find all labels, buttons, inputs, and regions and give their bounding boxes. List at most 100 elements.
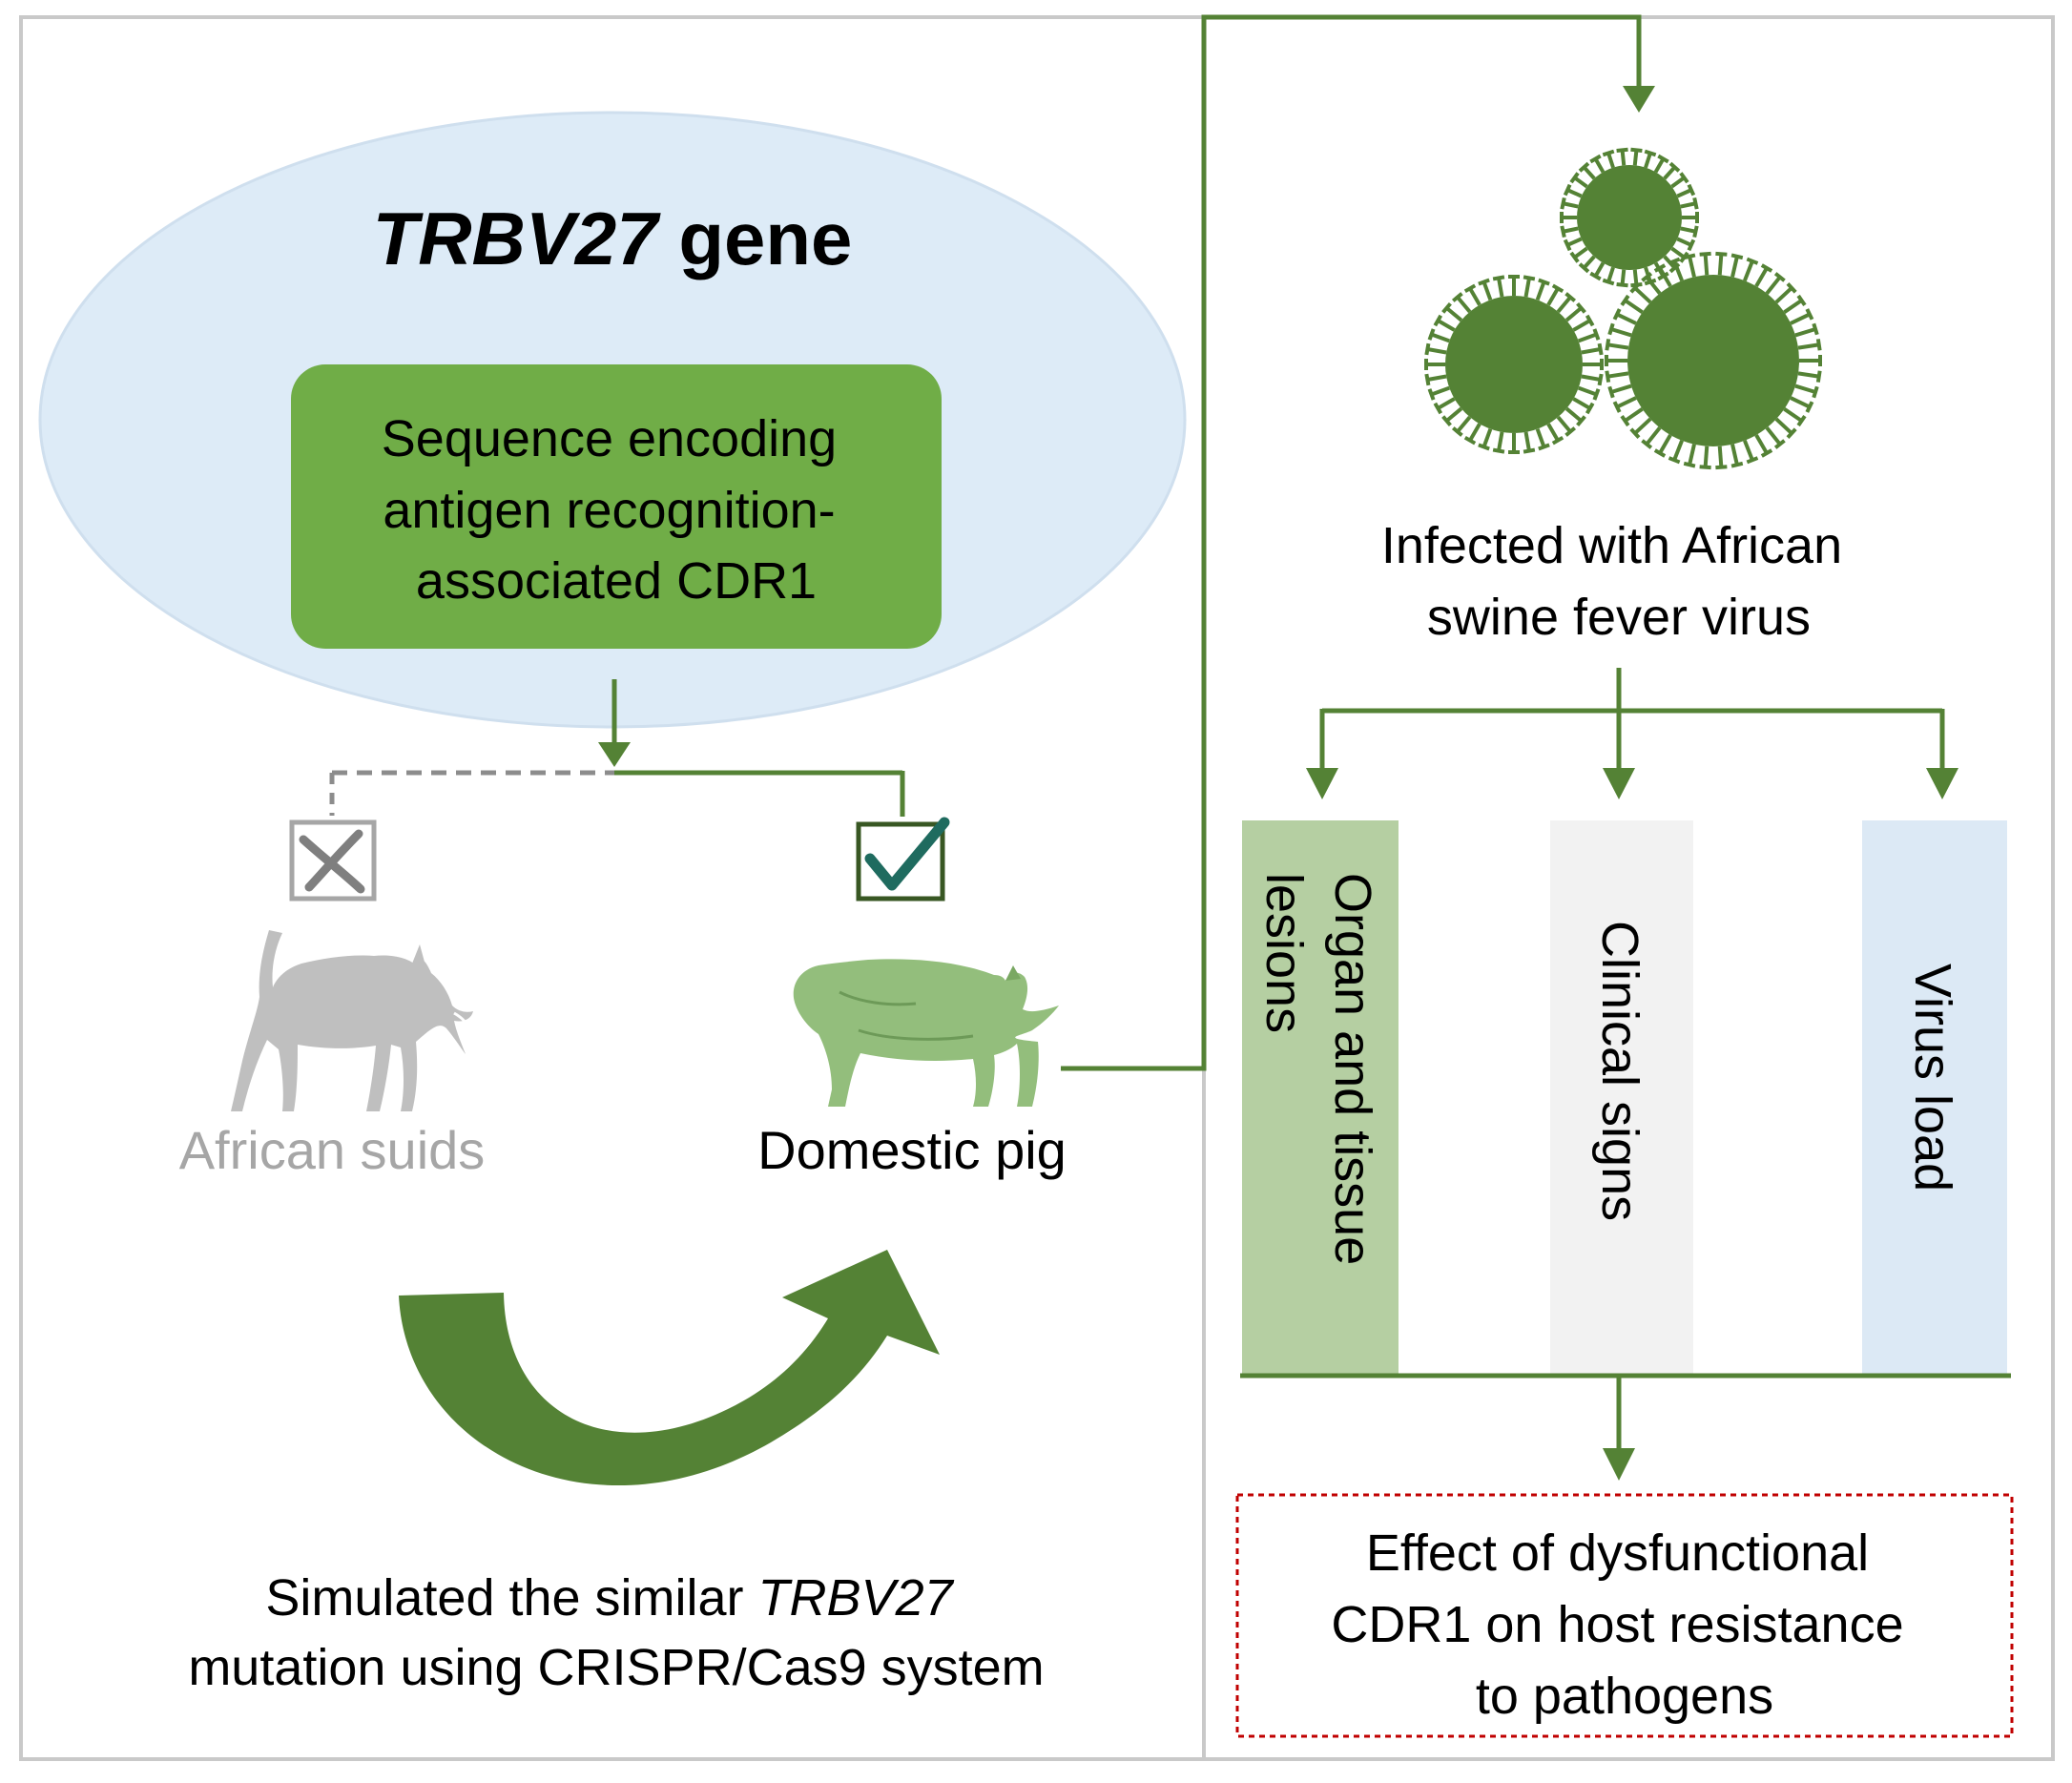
virus-spike-tip	[1616, 281, 1628, 288]
virus-spike-tip	[1589, 271, 1602, 281]
virus-spike-tip	[1746, 257, 1759, 265]
virus-spike	[1743, 260, 1754, 281]
virus-spike	[1581, 347, 1601, 355]
virus-spike	[1765, 426, 1782, 446]
virus-spike-tip	[1683, 461, 1696, 468]
virus-spike	[1620, 150, 1627, 166]
virus-spike	[1663, 165, 1676, 180]
virus-spike-tip	[1463, 435, 1477, 446]
virus-spike-tip	[1427, 328, 1436, 341]
virus-spike-tip	[1812, 385, 1819, 399]
domestic-pig-icon	[793, 959, 1059, 1107]
virus-spike-tip	[1812, 322, 1819, 336]
virus-spike-tip	[1668, 456, 1681, 465]
virus-spike-tip	[1746, 456, 1759, 465]
virus-spike-tip	[1815, 339, 1822, 351]
virus-spike	[1633, 417, 1652, 435]
virus-spike-tip	[1620, 415, 1630, 427]
outcome-label-virus: Virus load	[1904, 964, 1961, 1192]
simulation-caption: Simulated the similar TRBV27 mutation us…	[188, 1569, 1044, 1696]
virus-spike-tip	[1668, 161, 1681, 173]
virus-spike-tip	[1569, 251, 1580, 263]
virus-spike-tip	[1612, 401, 1622, 413]
virus-spike	[1468, 287, 1481, 306]
virus-spike	[1797, 371, 1820, 379]
virus-spike-tip	[1538, 443, 1550, 451]
virus-spike	[1573, 246, 1588, 259]
virus-spike	[1606, 342, 1629, 350]
virus-spike	[1583, 255, 1596, 270]
virus-spike	[1456, 415, 1472, 433]
virus-spike-tip	[1451, 292, 1463, 302]
virus-spike	[1563, 226, 1579, 234]
virus-spike-tip	[1641, 439, 1653, 449]
outcome-label-organ: Organ and tissuelesions	[1255, 873, 1381, 1265]
virus-spike	[1535, 427, 1546, 448]
virus-spike-tip	[1786, 282, 1797, 294]
domestic-pig-label: Domestic pig	[757, 1120, 1067, 1180]
virus-spike-tip	[1589, 154, 1602, 164]
virus-spike-tip	[1492, 275, 1505, 281]
virus-spike	[1566, 188, 1583, 198]
outcome-column-organ	[1242, 820, 1399, 1374]
virus-spike-tip	[1629, 282, 1641, 294]
virus-spike-tip	[1692, 197, 1699, 210]
virus-right-icon	[1605, 251, 1822, 470]
virus-spike	[1658, 433, 1672, 454]
virus-spike	[1556, 296, 1572, 314]
virus-spike-tip	[1760, 263, 1773, 273]
virus-spike	[1624, 299, 1644, 314]
virus-spike	[1797, 342, 1820, 350]
virus-spike	[1794, 327, 1816, 338]
virus-spike	[1790, 312, 1811, 325]
virus-spike	[1573, 176, 1588, 189]
virus-spike-tip	[1805, 401, 1814, 413]
virus-spike-tip	[1585, 314, 1595, 327]
virus-spike	[1644, 152, 1652, 169]
virus-spike-tip	[1424, 373, 1431, 386]
virus-spike	[1754, 267, 1769, 288]
check-checkbox-icon	[856, 817, 950, 902]
virus-spike-tip	[1592, 328, 1601, 341]
virus-spike	[1765, 276, 1782, 295]
virus-spike-tip	[1427, 388, 1436, 401]
virus-spike-tip	[1523, 275, 1536, 281]
pig-to-virus-connector	[1061, 14, 1642, 1071]
virus-spike-tip	[1668, 257, 1681, 265]
outer-frame	[19, 15, 2055, 1761]
virus-spike	[1445, 306, 1463, 322]
virus-spike	[1688, 444, 1696, 466]
virus-spike	[1717, 446, 1724, 467]
virus-spike-tip	[1644, 149, 1657, 157]
virus-spike	[1774, 286, 1793, 304]
virus-spike	[1437, 319, 1456, 332]
virus-spike-tip	[1715, 251, 1728, 257]
virus-spike-tip	[1715, 465, 1728, 470]
virus-spike	[1632, 269, 1639, 285]
virus-spike-tip	[1730, 461, 1744, 468]
virus-spike-tip	[1451, 426, 1463, 437]
virus-spike-tip	[1602, 149, 1615, 157]
virus-spike-tip	[1773, 439, 1786, 449]
virus-spike	[1670, 176, 1686, 189]
virus-spike	[1430, 332, 1451, 343]
virus-spike-tip	[1620, 294, 1630, 306]
virus-spike-tip	[1478, 278, 1490, 286]
cdr1-box	[291, 364, 942, 649]
virus-arrowhead	[1623, 86, 1655, 113]
virus-spike-tip	[1699, 465, 1711, 470]
virus-spike	[1610, 327, 1632, 338]
virus-spike	[1497, 431, 1504, 451]
virus-spike	[1577, 385, 1598, 397]
african-suids-label: African suids	[179, 1120, 486, 1180]
virus-spike-tip	[1564, 426, 1577, 437]
virus-spike	[1774, 417, 1793, 435]
virus-spike	[1754, 433, 1769, 454]
virus-spike-tip	[1796, 294, 1807, 306]
virus-spike	[1616, 396, 1637, 409]
virus-spike	[1645, 426, 1662, 446]
virus-spike-tip	[1760, 448, 1773, 458]
virus-spike	[1427, 347, 1447, 355]
virus-spike-tip	[1564, 292, 1577, 302]
